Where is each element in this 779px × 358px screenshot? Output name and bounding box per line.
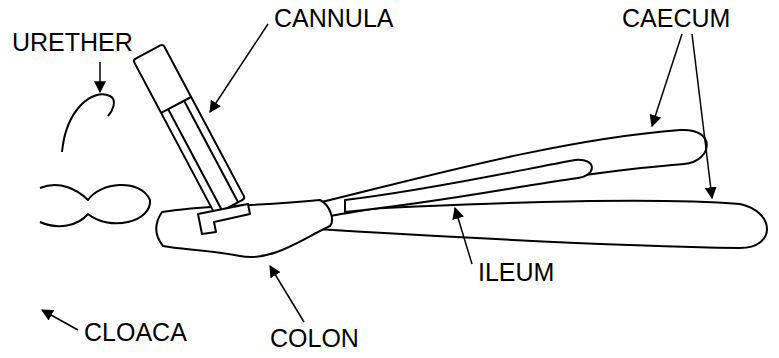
urether-curve xyxy=(62,94,114,152)
cannula-tip xyxy=(198,204,250,234)
leader-line xyxy=(99,62,101,92)
part-label: CAECUM xyxy=(622,6,730,31)
leader-line xyxy=(692,34,712,198)
part-label: ILEUM xyxy=(478,260,554,285)
colon-tube xyxy=(156,200,332,257)
ileum-tube xyxy=(345,160,592,212)
part-label: URETHER xyxy=(12,30,133,55)
leader-line xyxy=(652,34,682,126)
caecum-upper xyxy=(305,130,707,216)
part-label: CLOACA xyxy=(84,320,187,345)
leader-line xyxy=(42,310,78,330)
leader-lines xyxy=(42,24,712,330)
leader-line xyxy=(270,266,304,322)
leader-line xyxy=(455,208,472,264)
cloaca-outline xyxy=(40,185,150,226)
part-label: CANNULA xyxy=(274,6,393,31)
part-label: COLON xyxy=(270,326,359,351)
leader-line xyxy=(210,24,268,112)
cannula-tube xyxy=(133,44,245,214)
